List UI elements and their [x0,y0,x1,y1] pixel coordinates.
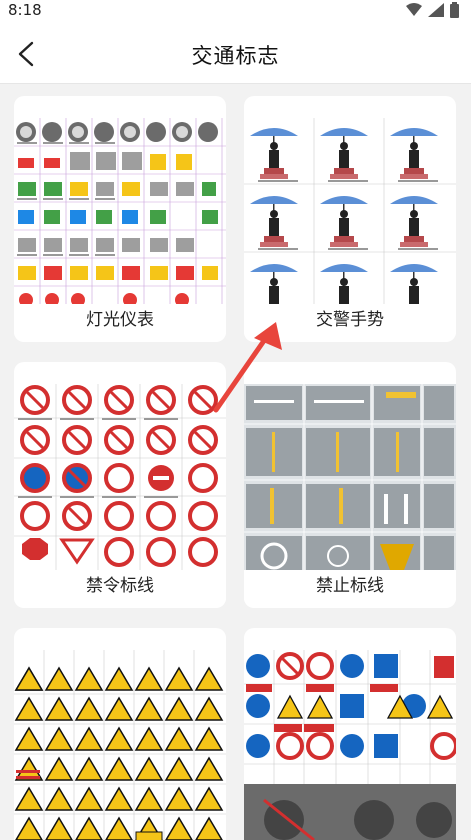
warning-signs-thumbnail [14,650,226,840]
status-icons [406,2,459,18]
dashboard-lights-thumbnail [14,118,226,320]
card-road-marking[interactable]: 禁止标线 [244,362,456,608]
road-marking-thumbnail [244,384,456,586]
wifi-icon [406,3,422,16]
card-label: 交警手势 [244,304,456,340]
police-gesture-thumbnail [244,118,456,320]
page-title: 交通标志 [191,44,280,68]
card-dashboard-lights[interactable]: 灯光仪表 [14,96,226,342]
back-button[interactable] [10,38,42,70]
card-label: 禁令标线 [14,570,226,606]
signal-icon [428,3,444,17]
top-app-bar: 交通标志 [0,24,471,84]
prohibition-signs-thumbnail [14,384,226,586]
battery-icon [450,2,459,18]
card-police-gesture[interactable]: 交警手势 [244,96,456,342]
card-warning-signs[interactable] [14,628,226,840]
status-bar: 8:18 [0,0,471,24]
indication-signs-thumbnail [244,650,456,840]
card-prohibition-signs[interactable]: 禁令标线 [14,362,226,608]
back-arrow-icon [18,41,34,67]
card-label: 禁止标线 [244,570,456,606]
card-label: 灯光仪表 [14,304,226,340]
card-indication-signs[interactable] [244,628,456,840]
status-time: 8:18 [8,1,42,19]
